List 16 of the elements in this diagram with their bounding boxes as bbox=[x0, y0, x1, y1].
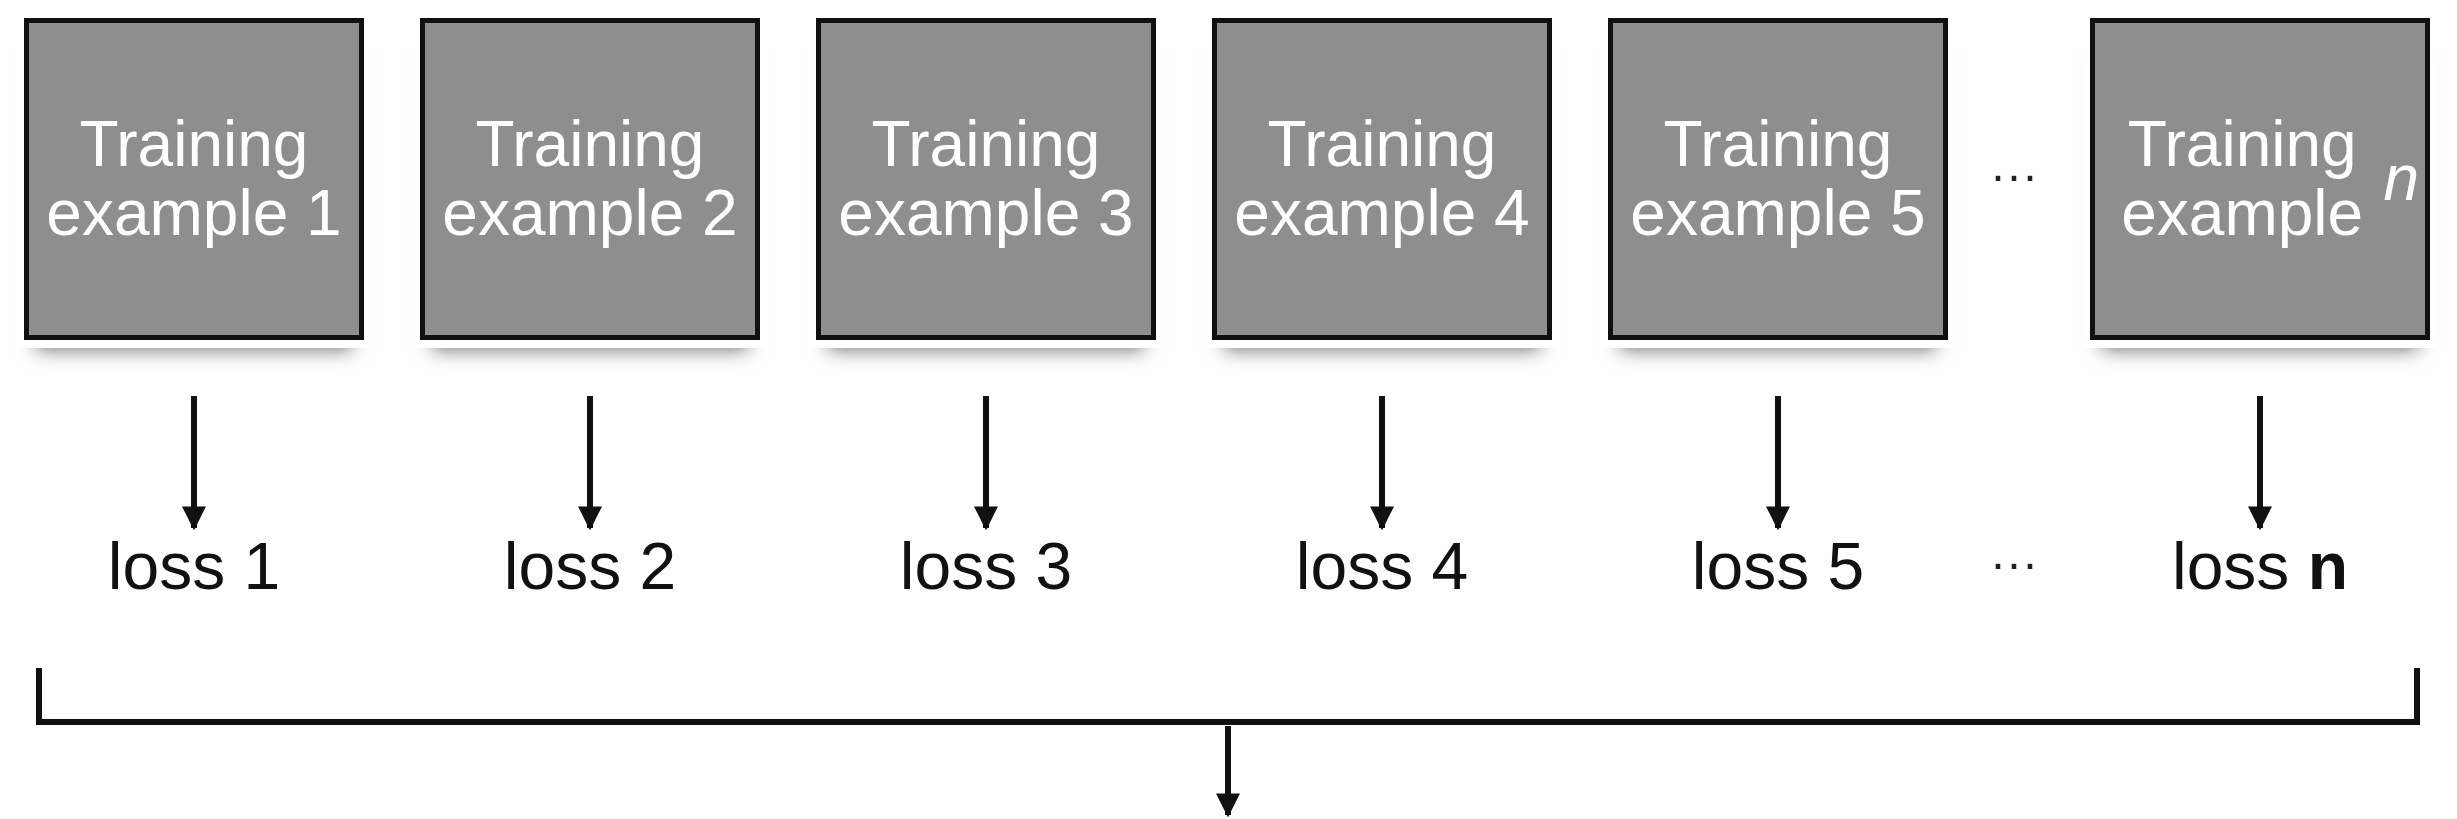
loss-label: loss n bbox=[2080, 528, 2440, 604]
loss-label: loss 4 bbox=[1202, 528, 1562, 604]
arrow bbox=[1216, 726, 1240, 818]
arrow bbox=[2248, 396, 2272, 531]
loss-label: loss 1 bbox=[14, 528, 374, 604]
arrow bbox=[1766, 396, 1790, 531]
arrow bbox=[974, 396, 998, 531]
ellipsis: ··· bbox=[1990, 148, 2038, 203]
arrow bbox=[182, 396, 206, 531]
arrow bbox=[1370, 396, 1394, 531]
arrow bbox=[578, 396, 602, 531]
bracket bbox=[36, 668, 2420, 726]
ellipsis: ··· bbox=[1990, 536, 2038, 591]
loss-label: loss 2 bbox=[410, 528, 770, 604]
loss-label: loss 3 bbox=[806, 528, 1166, 604]
loss-label: loss 5 bbox=[1598, 528, 1958, 604]
